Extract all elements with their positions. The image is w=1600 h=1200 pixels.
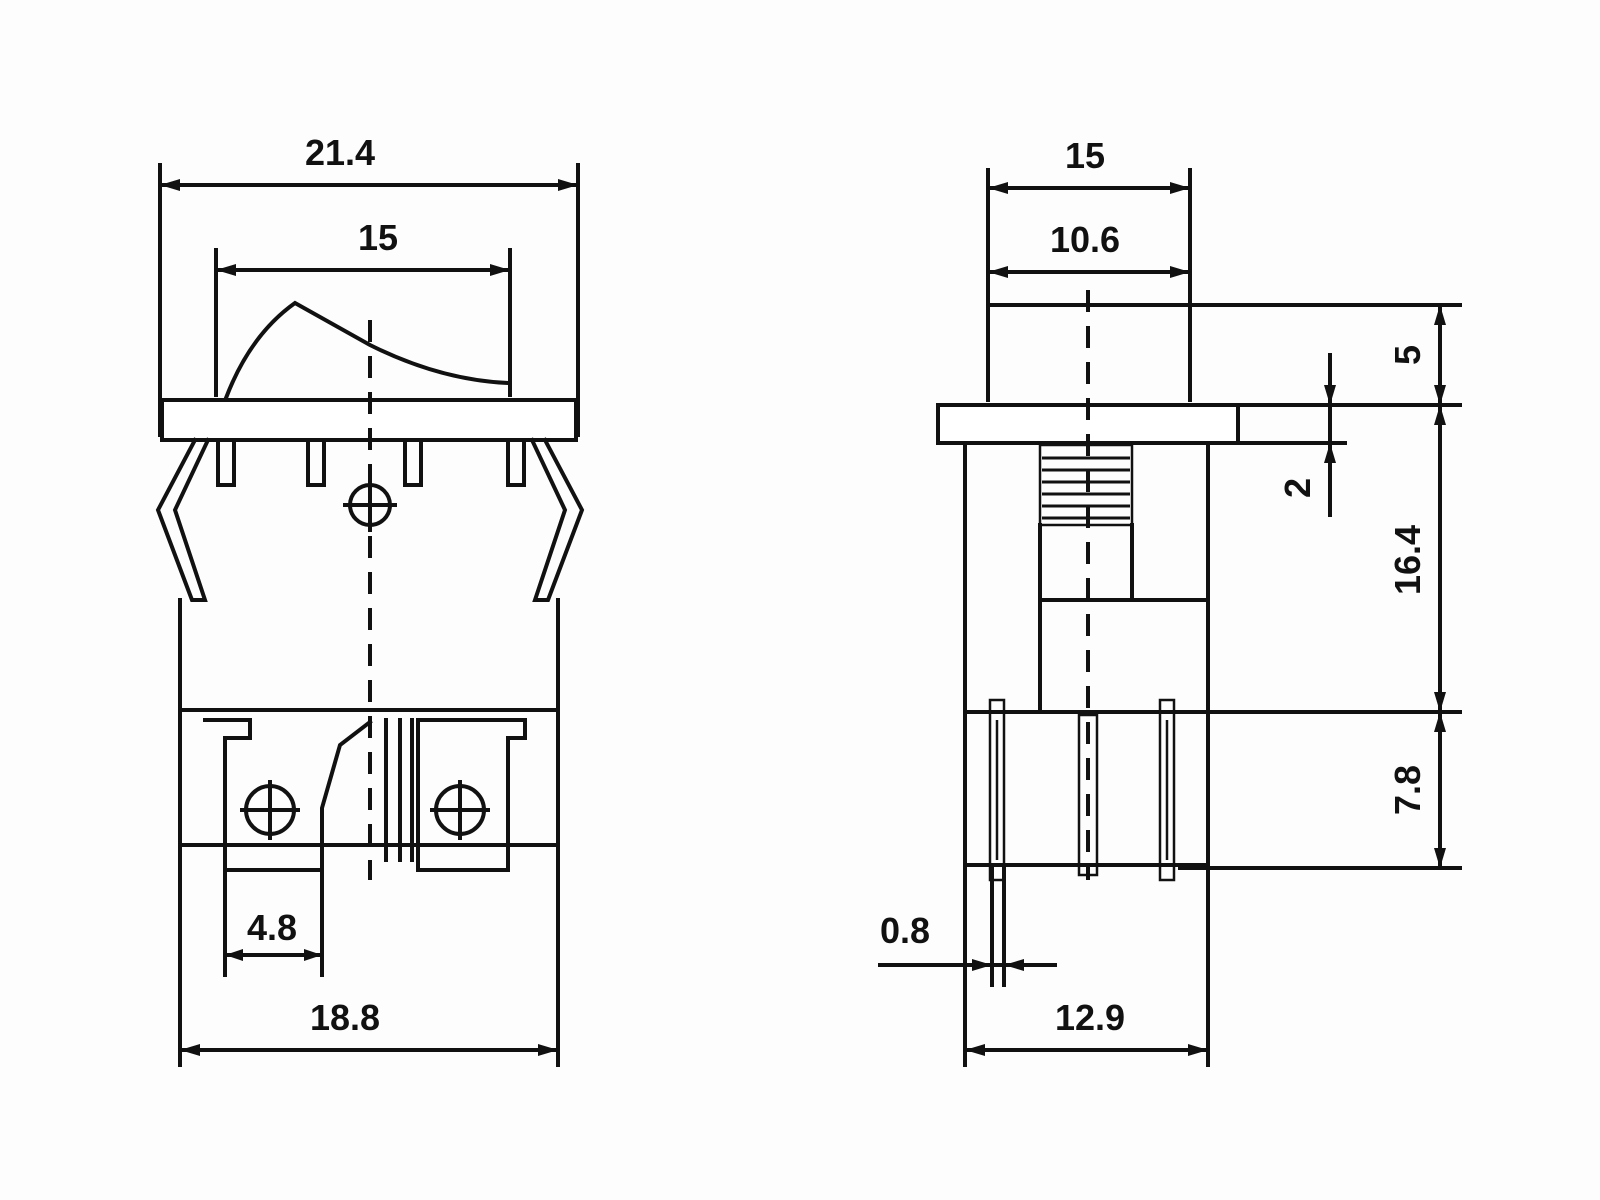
arrow-icon — [180, 1044, 200, 1056]
arrow-icon — [1434, 405, 1446, 425]
arrow-icon — [965, 1044, 985, 1056]
dim-label-terminal-thickness: 0.8 — [880, 910, 930, 951]
arrow-icon — [988, 182, 1008, 194]
pin — [216, 438, 236, 487]
arrow-icon — [1004, 959, 1024, 971]
dim-label-overall-width: 21.4 — [305, 132, 375, 173]
arrow-icon — [225, 949, 243, 961]
internal-lines — [1038, 523, 1134, 712]
arrow-icon — [1324, 443, 1336, 463]
terminal-right — [416, 718, 527, 872]
arrow-icon — [988, 266, 1008, 278]
arrow-icon — [1434, 305, 1446, 325]
arrow-icon — [216, 264, 236, 276]
dim-label-body-width: 18.8 — [310, 997, 380, 1038]
arrow-icon — [1434, 385, 1446, 405]
dim-label-body-height: 16.4 — [1387, 525, 1428, 595]
pin — [403, 438, 423, 487]
arrow-icon — [490, 264, 510, 276]
side-view: 15 10.6 — [878, 135, 1462, 1067]
snap-clip-right — [529, 437, 585, 602]
dim-label-terminal-height: 7.8 — [1387, 765, 1428, 815]
housing-body — [963, 441, 1210, 867]
arrow-icon — [160, 179, 180, 191]
arrow-icon — [1434, 712, 1446, 732]
rocker-profile — [223, 300, 511, 401]
dim-label-rocker-height: 5 — [1387, 345, 1428, 365]
pin — [306, 438, 326, 487]
dim-label-overall-width: 15 — [1065, 135, 1105, 176]
arrow-icon — [538, 1044, 558, 1056]
arrow-icon — [558, 179, 578, 191]
dim-label-cap-width: 10.6 — [1050, 219, 1120, 260]
pin — [506, 438, 526, 487]
arrow-icon — [972, 959, 992, 971]
dim-label-body-depth: 12.9 — [1055, 997, 1125, 1038]
arrow-icon — [1188, 1044, 1208, 1056]
arrow-icon — [1434, 692, 1446, 712]
dim-label-flange-thickness: 2 — [1277, 478, 1318, 498]
dim-label-rocker-width: 15 — [358, 217, 398, 258]
arrow-icon — [1170, 182, 1190, 194]
arrow-icon — [1324, 385, 1336, 405]
snap-clip-left — [155, 437, 211, 602]
arrow-icon — [1434, 848, 1446, 868]
arrow-icon — [304, 949, 322, 961]
front-view: 21.4 15 — [155, 132, 585, 1067]
dim-label-terminal-width: 4.8 — [247, 907, 297, 948]
terminal-pins — [988, 698, 1176, 882]
arrow-icon — [1170, 266, 1190, 278]
